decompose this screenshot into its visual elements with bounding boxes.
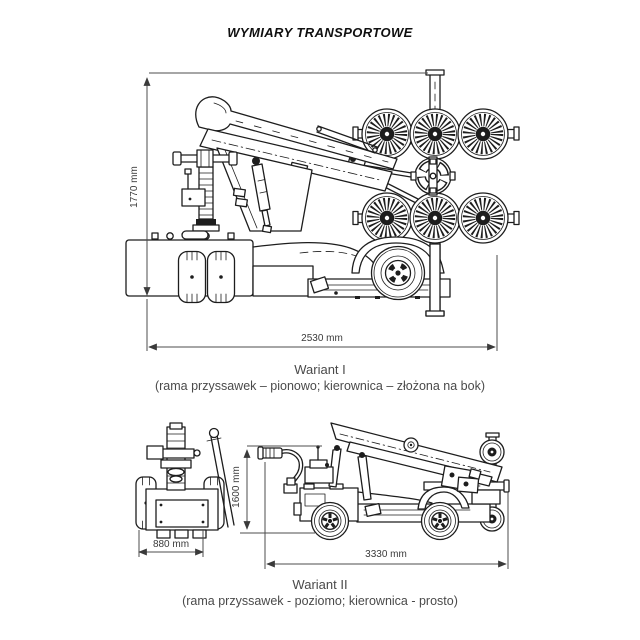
wheel bbox=[420, 501, 460, 541]
suction-pad-disc bbox=[479, 439, 505, 465]
dimension-label-v2-height: 1600 mm bbox=[231, 466, 242, 508]
rear-tyre bbox=[177, 250, 207, 304]
suction-cup bbox=[362, 193, 412, 243]
hydraulic-cylinder bbox=[251, 157, 273, 234]
fender bbox=[417, 486, 470, 510]
variant1-dimensions: 1770 mm 2530 mm bbox=[129, 72, 498, 351]
suction-cup bbox=[410, 109, 460, 159]
rotator-hub bbox=[410, 156, 456, 196]
variant2-caption: Wariant II (rama przyssawek - poziomo; k… bbox=[0, 577, 640, 609]
variant1-name: Wariant I bbox=[294, 362, 346, 377]
steering-column bbox=[172, 149, 238, 232]
dimension-label-v1-length: 2530 mm bbox=[301, 333, 343, 344]
rear-tyre bbox=[206, 250, 236, 304]
pad-frame-strut bbox=[210, 434, 235, 528]
suction-cup bbox=[410, 193, 460, 243]
wheel bbox=[310, 501, 350, 541]
front-wheel bbox=[370, 245, 426, 301]
fender bbox=[351, 236, 445, 274]
variant2-front-view bbox=[135, 422, 235, 539]
variant2-name: Wariant II bbox=[292, 577, 348, 592]
attachment-bracket bbox=[440, 465, 482, 494]
page-title: WYMIARY TRANSPORTOWE bbox=[227, 25, 413, 40]
variant1-caption: Wariant I (rama przyssawek – pionowo; ki… bbox=[0, 362, 640, 394]
suction-cup bbox=[458, 109, 508, 159]
dimension-label-v1-height: 1770 mm bbox=[129, 166, 140, 208]
steering-handle bbox=[257, 446, 304, 494]
variant2-side-view bbox=[257, 422, 510, 541]
variant1-drawing bbox=[125, 69, 520, 317]
suction-cup bbox=[458, 193, 508, 243]
dimension-label-v2-width: 880 mm bbox=[153, 539, 189, 550]
variant2-dimensions: 880 mm 1600 mm 3330 mm bbox=[138, 445, 509, 569]
variant2-description: (rama przyssawek - poziomo; kierownica -… bbox=[182, 594, 458, 608]
variant1-description: (rama przyssawek – pionowo; kierownica –… bbox=[154, 379, 486, 393]
dimension-label-v2-length: 3330 mm bbox=[365, 549, 407, 560]
